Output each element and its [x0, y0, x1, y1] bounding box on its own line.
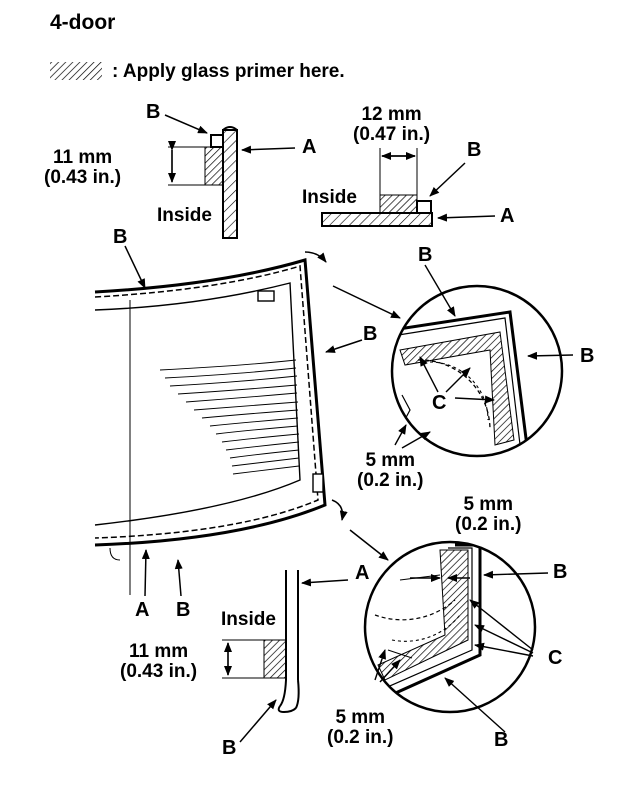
label-c-circle-top: C [432, 392, 447, 414]
label-a-section-top-right: A [500, 205, 515, 227]
section-bottom [222, 570, 349, 743]
defroster-lines [159, 359, 300, 475]
dim-5mm-top-mm: 5 mm [365, 450, 416, 471]
dim-5mm-top-in: (0.2 in.) [357, 469, 424, 491]
magnified-corner-bottom [363, 540, 549, 733]
windshield-glass [94, 258, 327, 595]
dim-5mm-right-in: (0.2 in.) [455, 513, 522, 535]
label-c-circle-bottom: C [548, 647, 563, 669]
label-a-section-top-left: A [302, 136, 317, 158]
dim-12mm: 12 mm (0.47 in.) [353, 105, 430, 145]
page-title: 4-door [50, 11, 116, 34]
dim-11mm-top-mm: 11 mm [52, 147, 113, 168]
dim-12mm-mm: 12 mm [361, 104, 422, 125]
label-b-circle-bottom: B [494, 729, 509, 751]
label-a-bottom: A [135, 599, 150, 621]
label-a-section-bottom: A [355, 562, 370, 584]
main-arrows [124, 245, 401, 597]
hatch-swatch-icon [50, 62, 102, 80]
label-b-section-top-right: B [467, 139, 482, 161]
label-b-section-top-left: B [146, 101, 161, 123]
label-b-section-bottom: B [222, 737, 237, 759]
dim-11mm-bottom-mm: 11 mm [128, 641, 189, 662]
dim-11mm-bottom: 11 mm (0.43 in.) [120, 642, 197, 682]
dim-5mm-top: 5 mm (0.2 in.) [357, 451, 424, 491]
label-b-side-edge: B [363, 323, 378, 345]
label-b-circle-bottom-right: B [553, 561, 568, 583]
dim-11mm-top: 11 mm (0.43 in.) [44, 148, 121, 188]
dim-5mm-bottom: 5 mm (0.2 in.) [327, 708, 394, 748]
label-b-bottom: B [176, 599, 191, 621]
legend-text: : Apply glass primer here. [112, 61, 345, 82]
dim-11mm-top-in: (0.43 in.) [44, 166, 122, 188]
label-b-top-edge: B [113, 226, 128, 248]
dim-5mm-bottom-mm: 5 mm [335, 707, 386, 728]
section-top-right [321, 148, 496, 227]
section-top-left [164, 114, 296, 239]
inside-label-top-right: Inside [302, 187, 357, 208]
dim-5mm-right: 5 mm (0.2 in.) [455, 495, 522, 535]
dim-11mm-bottom-in: (0.43 in.) [120, 660, 198, 682]
inside-label-top-left: Inside [157, 205, 212, 226]
label-b-circle-top: B [418, 244, 433, 266]
magnified-corner-top [390, 264, 574, 458]
dim-5mm-right-mm: 5 mm [463, 494, 514, 515]
label-b-circle-top-right: B [580, 345, 595, 367]
dim-5mm-bottom-in: (0.2 in.) [327, 726, 394, 748]
dim-12mm-in: (0.47 in.) [353, 123, 431, 145]
inside-label-bottom: Inside [221, 609, 276, 630]
